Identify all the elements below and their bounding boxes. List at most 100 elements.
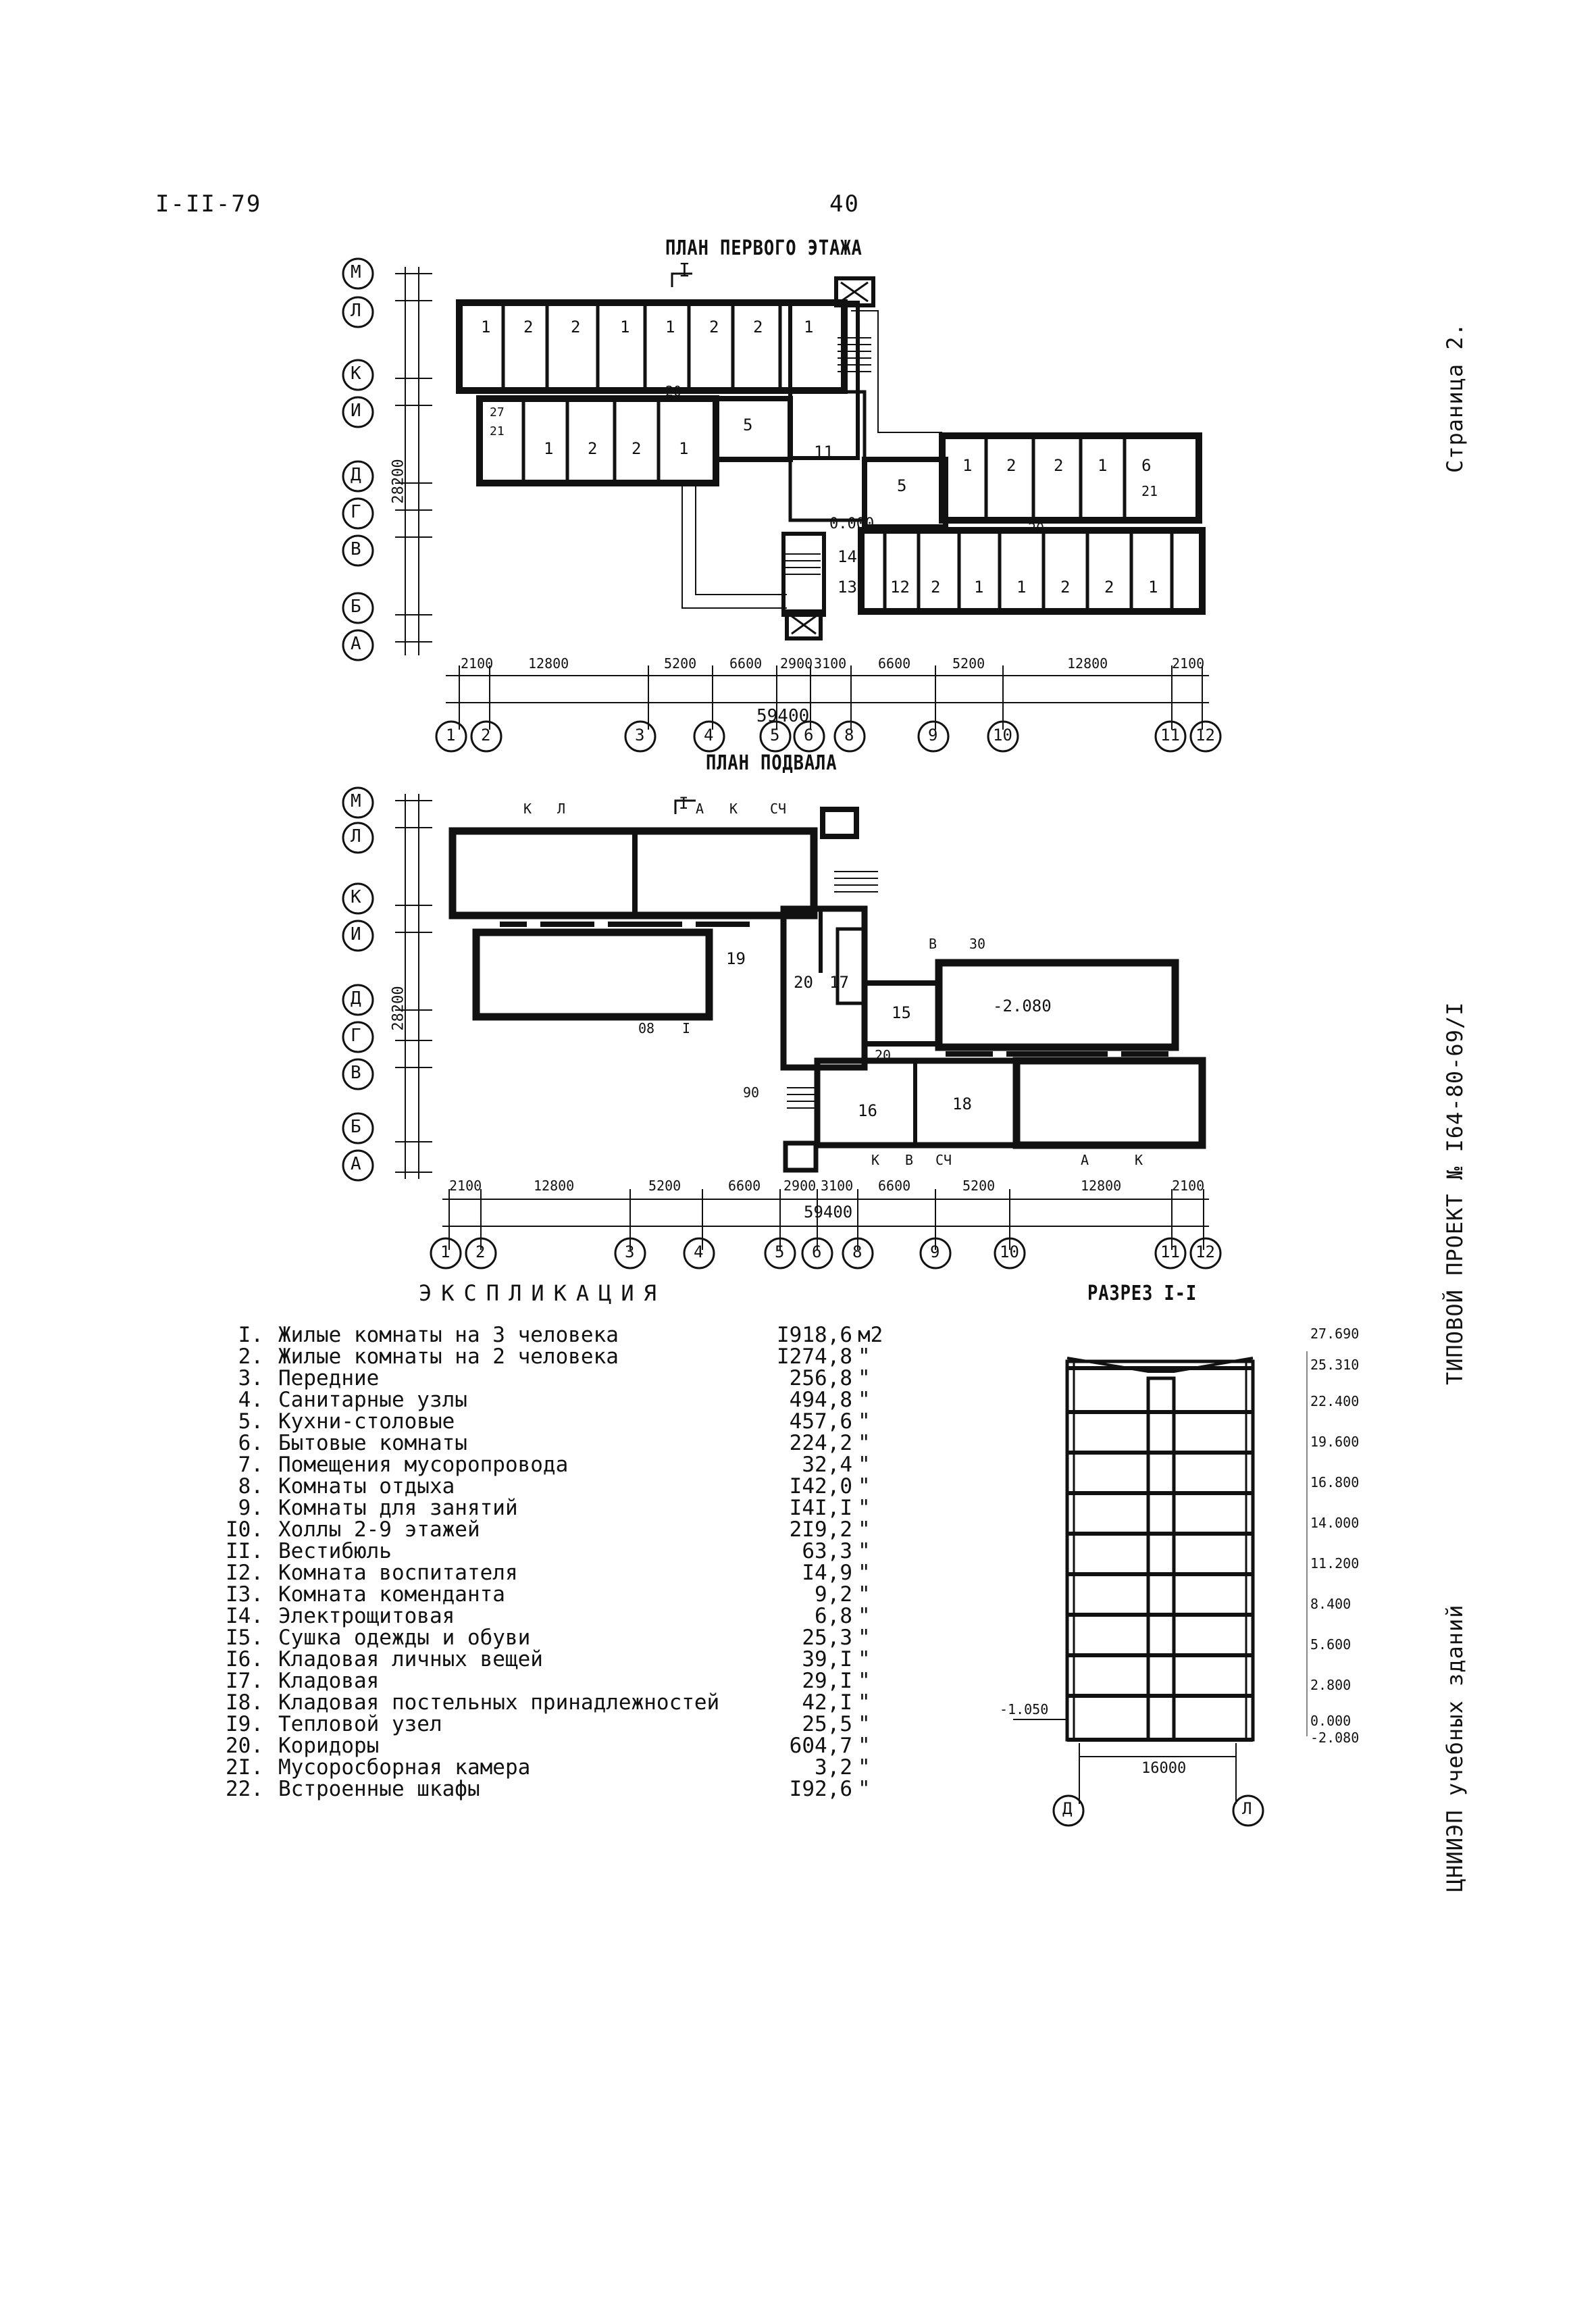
plan1-room: 2 — [1060, 578, 1071, 597]
explication-area: 63,3 — [802, 1539, 852, 1563]
section-width: 16000 — [1141, 1760, 1187, 1777]
section-level: 16.800 — [1310, 1474, 1360, 1490]
plan2-total-left: 28200 — [390, 986, 407, 1031]
explication-name: Комната воспитателя — [278, 1561, 518, 1585]
explication-area: 9,2 — [815, 1582, 852, 1607]
explication-num: I7. — [226, 1669, 263, 1693]
plan1-room: 1 — [1148, 578, 1158, 597]
plan2-room: 19 — [726, 949, 746, 968]
explication-name: Бытовые комнаты — [278, 1431, 467, 1455]
section-level: 2.800 — [1310, 1677, 1352, 1693]
section-level: 25.310 — [1310, 1357, 1360, 1373]
explication-unit: " — [858, 1388, 871, 1412]
plan1-room: 1 — [620, 318, 630, 336]
explication-area: 256,8 — [789, 1366, 852, 1390]
explication-num: I8. — [226, 1690, 263, 1715]
plan1-drawing — [342, 257, 1222, 753]
plan2-dim: 5200 — [648, 1178, 681, 1194]
explication-name: Жилые комнаты на 3 человека — [278, 1323, 619, 1347]
plan1-room: 2 — [931, 578, 941, 597]
explication-area: I42,0 — [789, 1474, 852, 1499]
explication-area: 39,I — [802, 1647, 852, 1671]
explication-unit: " — [858, 1604, 871, 1628]
plan1-room: 11 — [814, 443, 833, 461]
explication-unit: " — [858, 1366, 871, 1390]
section-level: 5.600 — [1310, 1636, 1352, 1653]
plan1-room: 2 — [1006, 456, 1016, 475]
explication-name: Мусоросборная камера — [278, 1755, 531, 1780]
plan2-axis-12: 12 — [1195, 1242, 1215, 1261]
plan1-title: ПЛАН ПЕРВОГО ЭТАЖА — [665, 236, 863, 260]
section-axis-d: Д — [1062, 1799, 1073, 1818]
explication-area: 224,2 — [789, 1431, 852, 1455]
plan2-drawing — [342, 786, 1222, 1269]
explication-name: Встроенные шкафы — [278, 1777, 480, 1801]
section-ground: -1.050 — [1000, 1701, 1049, 1717]
explication-num: 6. — [238, 1431, 263, 1455]
explication-name: Холлы 2-9 этажей — [278, 1517, 480, 1542]
explication-num: 4. — [238, 1388, 263, 1412]
plan2-mark: К — [729, 801, 738, 817]
section-level: 19.600 — [1310, 1434, 1360, 1450]
explication-name: Кладовая личных вещей — [278, 1647, 543, 1671]
explication-num: 7. — [238, 1453, 263, 1477]
explication-name: Электрощитовая — [278, 1604, 455, 1628]
plan1-room: 1 — [974, 578, 984, 597]
explication-area: 25,5 — [802, 1712, 852, 1736]
explication-name: Комнаты отдыха — [278, 1474, 455, 1499]
plan1-room: 2 — [571, 318, 581, 336]
plan2-axis-b: Б — [351, 1117, 361, 1137]
explication-area: 42,I — [802, 1690, 852, 1715]
plan1-room: 1 — [481, 318, 491, 336]
plan2-axis-g: Г — [351, 1026, 361, 1046]
plan1-room: 2 — [632, 439, 642, 458]
plan2-dim: 6600 — [878, 1178, 911, 1194]
plan2-room: 18 — [952, 1095, 972, 1113]
section-level: -2.080 — [1310, 1730, 1360, 1746]
plan1-axis-a: А — [351, 634, 361, 654]
explication-name: Помещения мусоропровода — [278, 1453, 569, 1477]
plan1-dim: 2100 — [461, 655, 494, 672]
explication-name: Санитарные узлы — [278, 1388, 467, 1412]
explication-num: 2. — [238, 1344, 263, 1369]
section-level: 22.400 — [1310, 1393, 1360, 1409]
plan2-section-mark: I — [679, 794, 689, 813]
plan1-room: 27 — [490, 405, 505, 420]
explication-unit: " — [858, 1431, 871, 1455]
plan1-room: 21 — [490, 424, 505, 438]
plan2-axis-i: И — [351, 924, 361, 945]
plan1-room: 2 — [523, 318, 534, 336]
plan1-section-mark: I — [679, 259, 690, 281]
explication-num: I9. — [226, 1712, 263, 1736]
plan1-room: 14 — [838, 547, 857, 566]
plan1-axis-6: 6 — [804, 726, 814, 745]
plan2-room: 15 — [892, 1003, 911, 1022]
plan1-axis-g: Г — [351, 502, 361, 522]
explication-name: Сушка одежды и обуви — [278, 1626, 531, 1650]
plan2-axis-v: В — [351, 1063, 361, 1083]
explication-unit: " — [858, 1561, 871, 1585]
plan1-axis-5: 5 — [770, 726, 780, 745]
plan1-room: 5 — [897, 476, 907, 495]
explication-unit: " — [858, 1755, 871, 1780]
explication-unit: " — [858, 1409, 871, 1434]
explication-unit: " — [858, 1669, 871, 1693]
plan2-mark: К — [1135, 1152, 1143, 1168]
plan1-total-left: 28200 — [390, 459, 407, 504]
explication-name: Коридоры — [278, 1734, 380, 1758]
plan2-mark: СЧ — [935, 1152, 952, 1168]
plan2-mark: 08 — [638, 1020, 655, 1036]
document-code: I-II-79 — [155, 191, 262, 218]
